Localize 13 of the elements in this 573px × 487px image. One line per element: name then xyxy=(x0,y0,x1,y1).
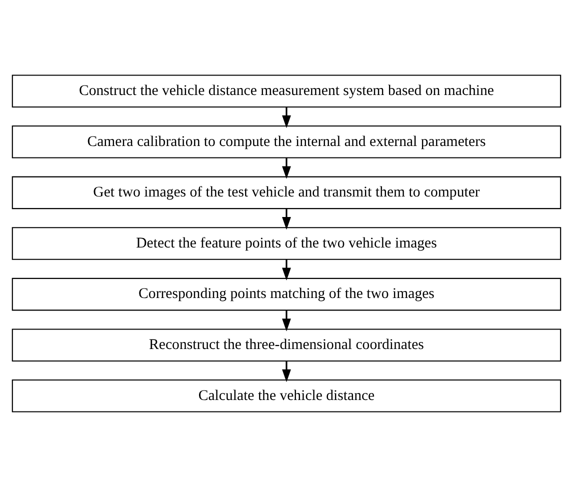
arrow xyxy=(282,208,291,230)
arrow xyxy=(282,310,291,332)
node-box: Construct the vehicle distance measurement system based on machine xyxy=(12,74,562,108)
arrow xyxy=(282,259,291,281)
node-box: Corresponding points matching of the two images xyxy=(12,278,562,311)
arrow xyxy=(282,158,291,179)
node-box: Reconstruct the three-dimensional coordinates xyxy=(12,328,562,362)
node-box: Get two images of the test vehicle and transmit them to computer xyxy=(12,176,562,210)
node-box: Calculate the vehicle distance xyxy=(12,380,562,412)
node-box: Detect the feature points of the two vehicle images xyxy=(12,227,562,260)
node-box: Camera calibration to compute the internal and external parameters xyxy=(12,126,562,158)
arrow xyxy=(282,361,291,382)
arrow xyxy=(282,107,291,128)
